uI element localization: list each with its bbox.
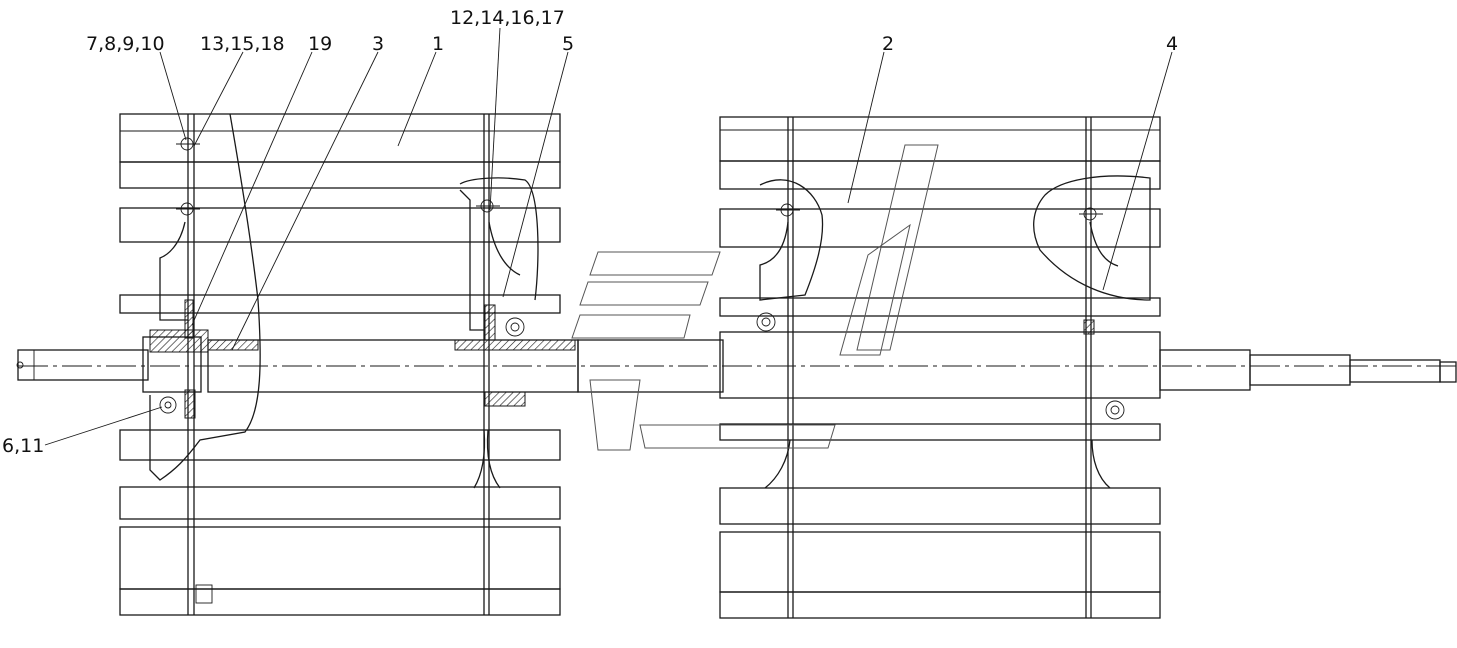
bolt-group-left xyxy=(159,137,525,414)
callout-19: 19 xyxy=(308,33,332,55)
right-roller-disks xyxy=(787,117,1092,618)
callout-12-14-16-17: 12,14,16,17 xyxy=(450,7,565,29)
bolt-group-right xyxy=(756,203,1125,420)
right-roller-slats xyxy=(719,116,1161,619)
callout-5: 5 xyxy=(562,33,574,55)
watermark-logo xyxy=(571,144,939,451)
callout-1: 1 xyxy=(432,33,444,55)
shaft xyxy=(16,331,1457,399)
callout-2: 2 xyxy=(882,33,894,55)
leader-lines xyxy=(44,27,1173,446)
callout-labels: 7,8,9,10 13,15,18 19 3 1 12,14,16,17 5 2… xyxy=(2,7,1178,457)
callout-4: 4 xyxy=(1166,33,1178,55)
left-roller-slats xyxy=(119,113,561,616)
right-roller xyxy=(719,116,1161,619)
left-roller-disks xyxy=(187,114,490,615)
callout-7-8-9-10: 7,8,9,10 xyxy=(86,33,165,55)
callout-3: 3 xyxy=(372,33,384,55)
callout-13-15-18: 13,15,18 xyxy=(200,33,285,55)
left-roller xyxy=(119,113,561,616)
callout-6-11: 6,11 xyxy=(2,435,44,457)
